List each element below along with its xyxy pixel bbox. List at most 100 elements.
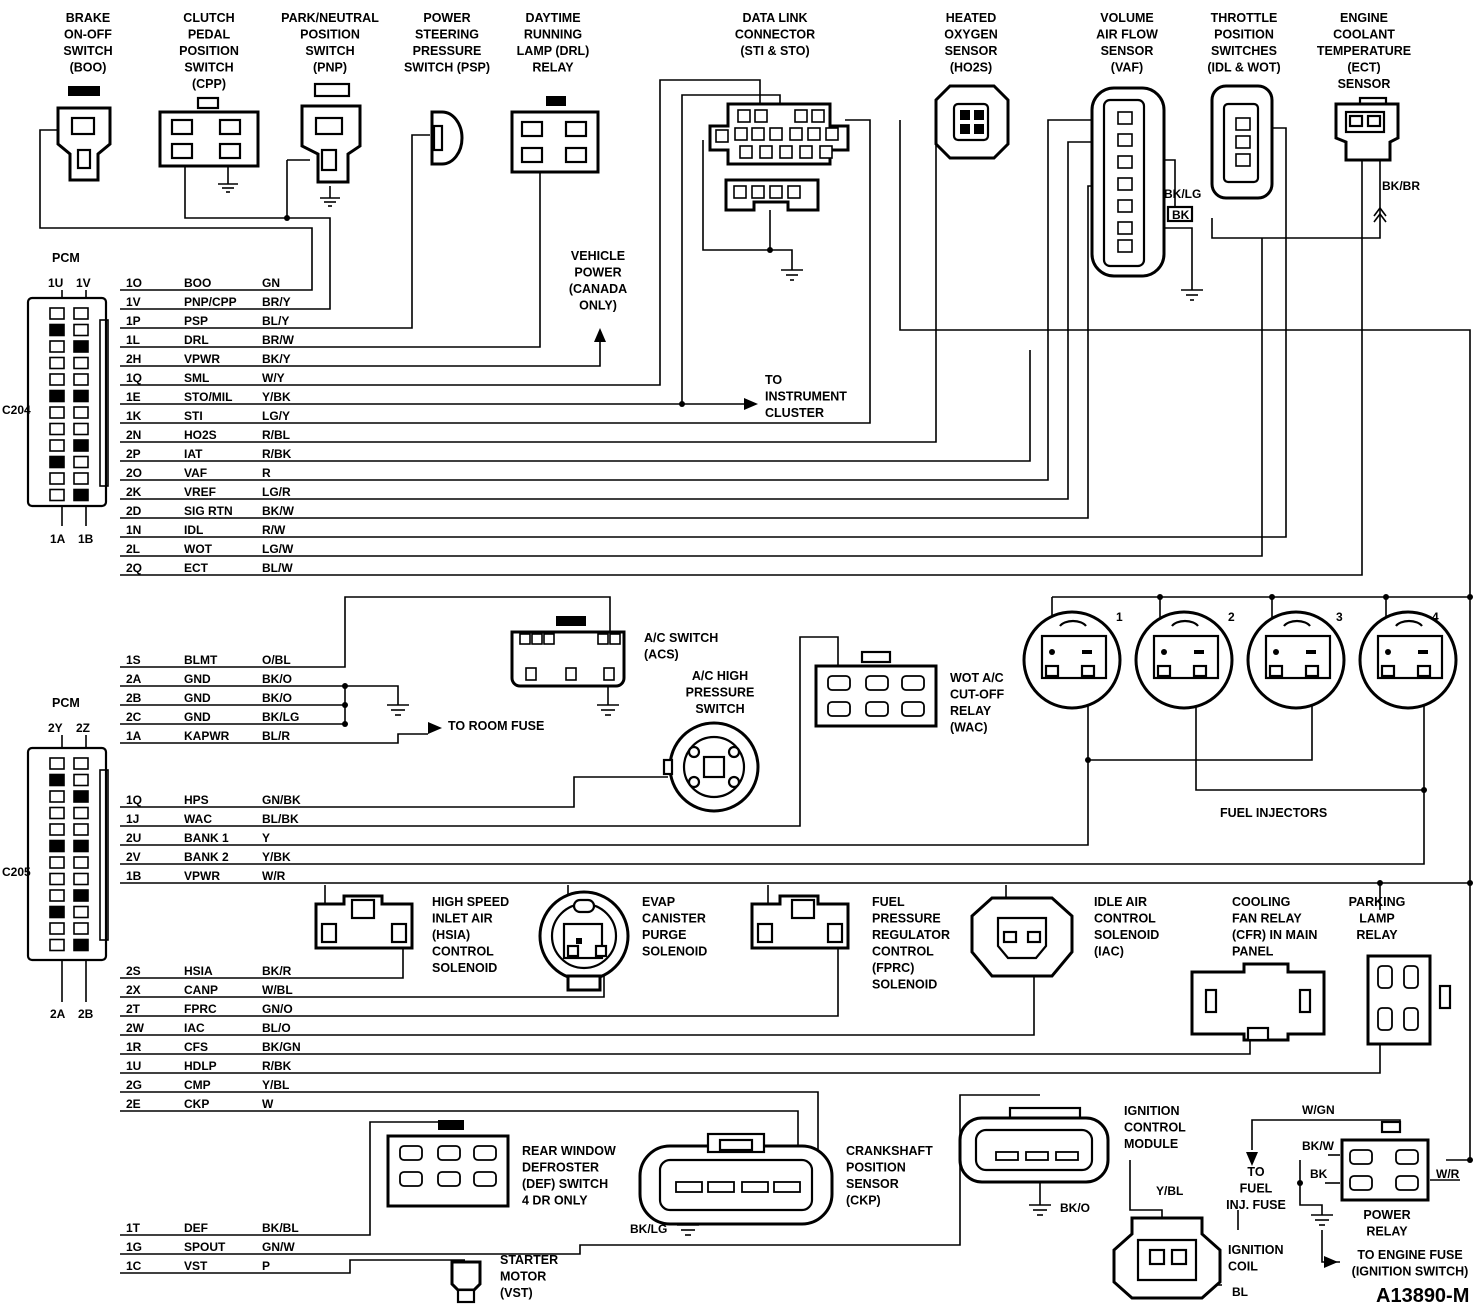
circuit-wire-color: BL/Y xyxy=(262,314,289,328)
iac-solenoid xyxy=(970,896,1074,978)
circuit-wire-color: BL/O xyxy=(262,1021,291,1035)
circuit-wire-color: R/BK xyxy=(262,447,292,461)
circuit-pin: 1C xyxy=(126,1259,142,1273)
fprc-solenoid xyxy=(750,894,850,950)
instrument-cluster-label-line: INSTRUMENT xyxy=(765,390,847,404)
circuit-name: WOT xyxy=(184,542,213,556)
def-label-line: 4 DR ONLY xyxy=(522,1194,588,1208)
starter-motor xyxy=(450,1260,482,1304)
ect-label-line: (ECT) xyxy=(1347,61,1380,75)
circuit-name: STO/MIL xyxy=(184,390,232,404)
ho2s-label-line: SENSOR xyxy=(945,44,998,58)
iac-label-line: SOLENOID xyxy=(1094,928,1159,942)
cpp-label-line: PEDAL xyxy=(188,28,231,42)
circuit-name: STI xyxy=(184,409,203,423)
power-relay-label-line: POWER xyxy=(1363,1208,1410,1222)
circuit-name: IDL xyxy=(184,523,203,537)
hps-label-line: A/C HIGH xyxy=(692,669,748,683)
boo-label-line: SWITCH xyxy=(63,44,112,58)
circuit-name: SIG RTN xyxy=(184,504,233,518)
ect-label-line: SENSOR xyxy=(1338,77,1391,91)
circuit-name: ECT xyxy=(184,561,209,575)
boo-label-line: (BOO) xyxy=(70,61,107,75)
icm-label-line: CONTROL xyxy=(1124,1121,1186,1135)
throttle-position-switch xyxy=(1210,84,1274,200)
cpp-label-line: SWITCH xyxy=(184,61,233,75)
ho2s-sensor xyxy=(934,84,1010,160)
parking-lamp-relay xyxy=(1366,954,1452,1046)
circuit-pin: 2S xyxy=(126,964,141,978)
circuit-pin: 1B xyxy=(126,869,142,883)
circuit-wire-color: BK/R xyxy=(262,964,292,978)
circuit-pin: 2X xyxy=(126,983,141,997)
ho2s-label-line: (HO2S) xyxy=(950,61,992,75)
ckp-label-line: CRANKSHAFT xyxy=(846,1144,933,1158)
parking-lamp-label-line: PARKING xyxy=(1349,895,1406,909)
ign-coil-label-line: IGNITION xyxy=(1228,1243,1284,1257)
psp-label-line: STEERING xyxy=(415,28,479,42)
tps-label-line: POSITION xyxy=(1214,28,1274,42)
circuit-pin: 1L xyxy=(126,333,140,347)
ect-sensor xyxy=(1334,96,1400,162)
ckp-label-line: SENSOR xyxy=(846,1177,899,1191)
circuit-pin: 2L xyxy=(126,542,140,556)
tps-label-line: THROTTLE xyxy=(1211,11,1278,25)
circuit-wire-color: W/Y xyxy=(262,371,285,385)
def-switch xyxy=(386,1120,510,1208)
circuit-wire-color: BK/Y xyxy=(262,352,291,366)
circuit-name: FPRC xyxy=(184,1002,217,1016)
circuit-name: VPWR xyxy=(184,869,220,883)
engine-fuse-label: TO ENGINE FUSE(IGNITION SWITCH) xyxy=(1352,1248,1469,1279)
hsia-label-line: SOLENOID xyxy=(432,961,497,975)
ac-high-pressure-switch xyxy=(662,721,760,813)
vehicle-power-label-line: POWER xyxy=(574,266,621,280)
boo-label-line: ON-OFF xyxy=(64,28,112,42)
circuit-pin: 2K xyxy=(126,485,142,499)
wire-label-relay-bk: BK xyxy=(1310,1167,1328,1181)
circuit-pin: 1T xyxy=(126,1221,141,1235)
parking-lamp-label-line: RELAY xyxy=(1356,928,1398,942)
boo-switch xyxy=(56,86,112,182)
circuit-name: DEF xyxy=(184,1221,208,1235)
vehicle-power-label-line: ONLY) xyxy=(579,299,617,313)
circuit-name: GND xyxy=(184,672,211,686)
ign-coil-label-line: COIL xyxy=(1228,1260,1258,1274)
circuit-pin: 1V xyxy=(126,295,141,309)
circuit-pin: 1S xyxy=(126,653,141,667)
circuit-pin: 2C xyxy=(126,710,142,724)
cfr-label-line: COOLING xyxy=(1232,895,1290,909)
circuit-wire-color: Y/BK xyxy=(262,390,291,404)
pnp-switch xyxy=(300,82,362,184)
def-label-line: DEFROSTER xyxy=(522,1161,599,1175)
circuit-wire-color: R/W xyxy=(262,523,286,537)
injector-number-4: 4 xyxy=(1432,610,1439,624)
tps-label-line: SWITCHES xyxy=(1211,44,1277,58)
psp-label-line: POWER xyxy=(423,11,470,25)
circuit-pin: 1R xyxy=(126,1040,142,1054)
iac-label-line: IDLE AIR xyxy=(1094,895,1147,909)
hsia-label-line: (HSIA) xyxy=(432,928,470,942)
ignition-coil xyxy=(1112,1216,1222,1300)
circuit-wire-color: R/BL xyxy=(262,428,290,442)
circuit-name: BOO xyxy=(184,276,211,290)
circuit-pin: 2B xyxy=(126,691,142,705)
circuit-wire-color: LG/R xyxy=(262,485,291,499)
vehicle-power-label-line: (CANADA xyxy=(569,282,627,296)
fuel-inj-fuse-label-line: FUEL xyxy=(1240,1182,1273,1196)
circuit-name: CKP xyxy=(184,1097,209,1111)
vaf-label-line: VOLUME xyxy=(1100,11,1153,25)
circuit-pin: 2P xyxy=(126,447,141,461)
ho2s-label-line: OXYGEN xyxy=(944,28,998,42)
